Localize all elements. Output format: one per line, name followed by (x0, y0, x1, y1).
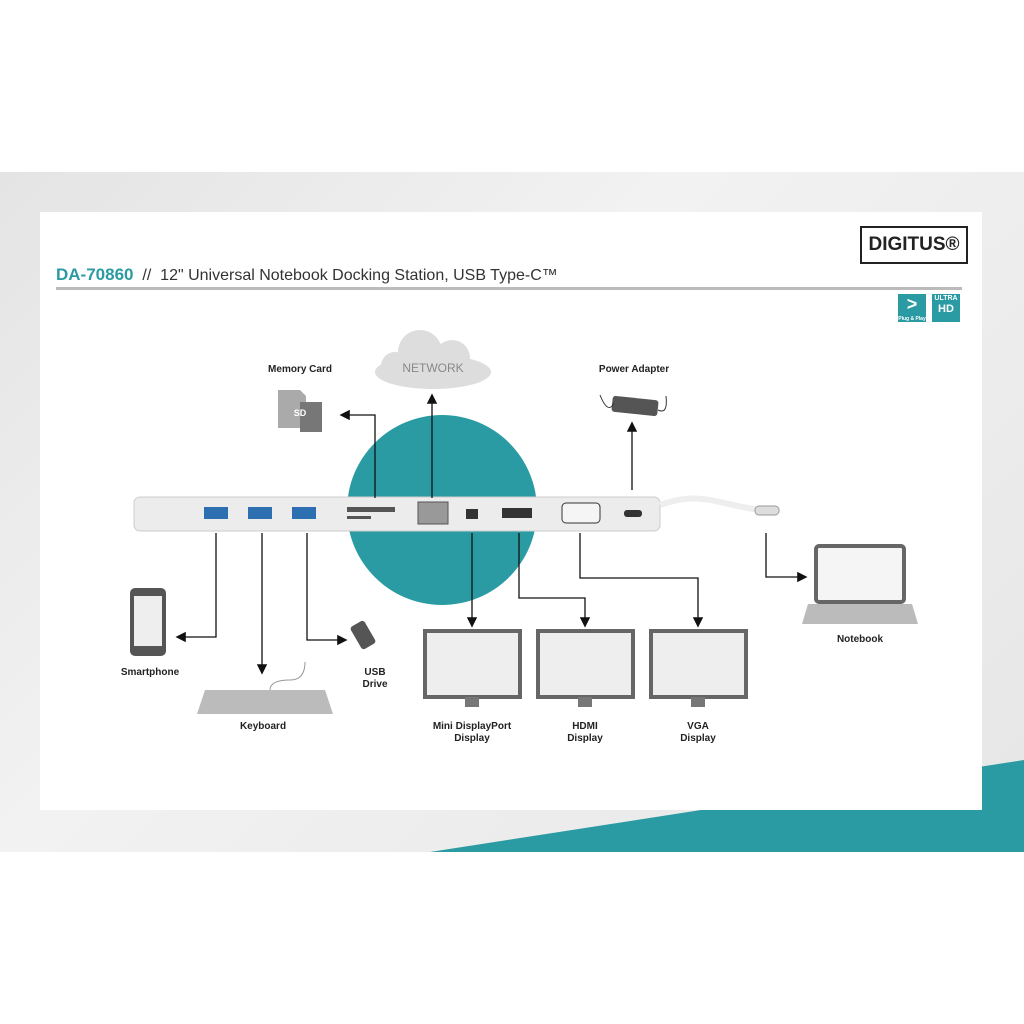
memory-card-label: Memory Card (268, 364, 332, 375)
model-number: DA-70860 (56, 265, 134, 284)
page-title: DA-70860 // 12" Universal Notebook Docki… (56, 265, 558, 285)
keyboard-icon (197, 661, 333, 714)
power-adapter-icon (599, 394, 667, 417)
usb-c-plug (754, 505, 780, 516)
usb-port-1 (204, 507, 228, 519)
mini-dp-port (466, 509, 478, 519)
usb-c-port (624, 510, 642, 517)
smartphone-icon (130, 588, 166, 656)
hdmi-port (502, 508, 532, 518)
mini-dp-monitor-icon (423, 629, 522, 707)
docking-station (133, 495, 780, 532)
plug-and-play-badge: >Plug & Play (898, 294, 926, 322)
keyboard-label: Keyboard (239, 721, 287, 732)
smartphone-label: Smartphone (120, 667, 180, 678)
power-adapter-label: Power Adapter (598, 364, 670, 375)
sd-label: SD (293, 408, 307, 418)
hdmi-monitor-icon (536, 629, 635, 707)
digitus-logo: DIGITUS® (860, 226, 968, 264)
product-title: 12" Universal Notebook Docking Station, … (160, 267, 558, 284)
sd-slot (347, 507, 395, 512)
notebook-label: Notebook (836, 634, 884, 645)
separator: // (142, 267, 152, 284)
microsd-slot (347, 516, 371, 519)
vga-port (561, 502, 601, 524)
divider (56, 287, 962, 290)
vga-monitor-icon (649, 629, 748, 707)
ethernet-port (417, 501, 449, 525)
network-label: NETWORK (402, 361, 464, 375)
network-cloud-icon (375, 330, 491, 389)
usb-port-2 (248, 507, 272, 519)
usb-port-3 (292, 507, 316, 519)
notebook-icon (802, 544, 918, 624)
memory-card-icon (278, 390, 322, 432)
usb-drive-icon (350, 620, 376, 650)
